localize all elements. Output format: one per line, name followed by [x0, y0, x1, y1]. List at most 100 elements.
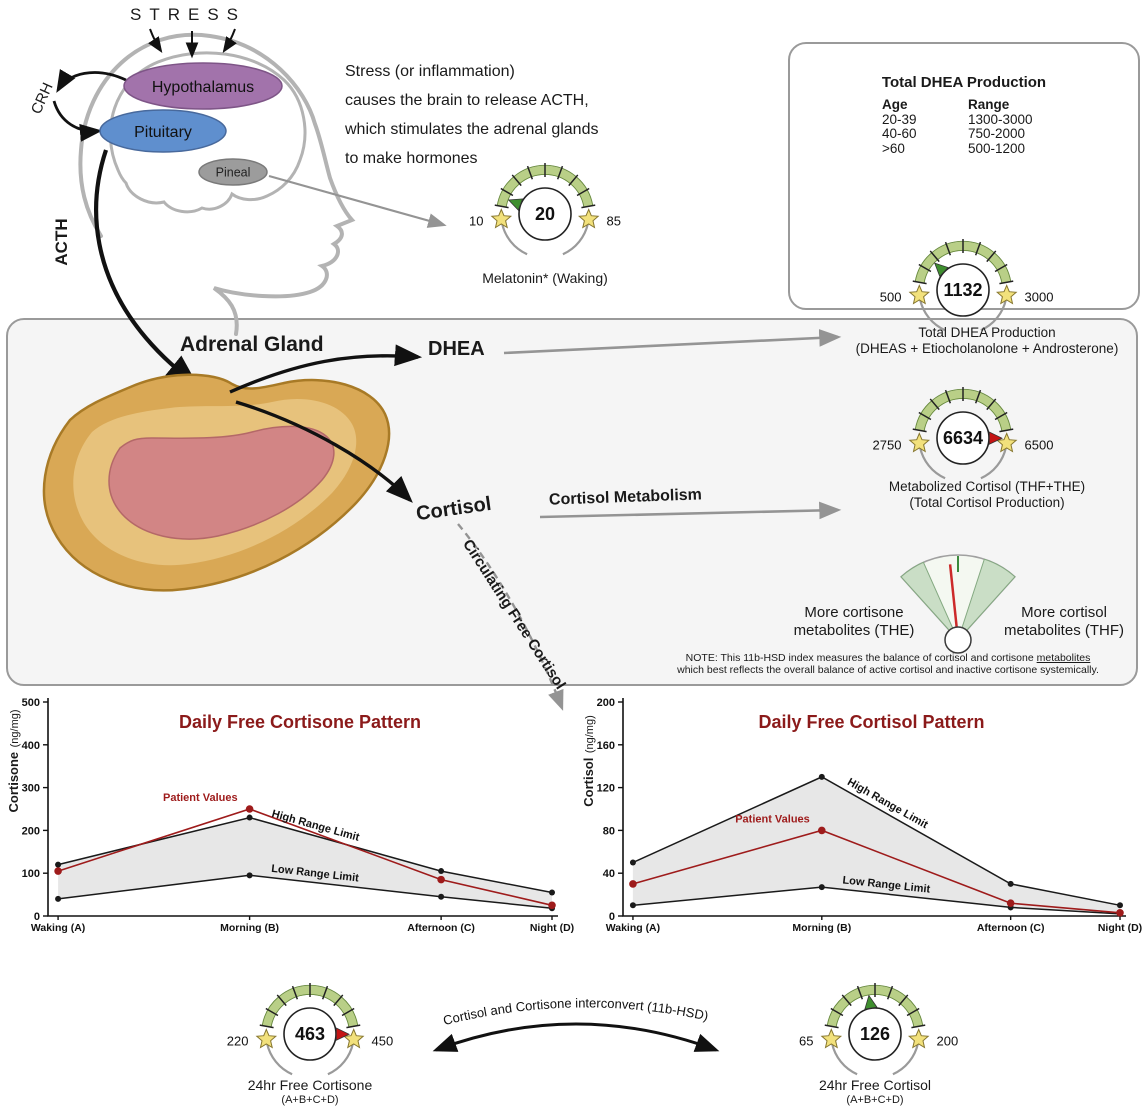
age-header: Age [882, 97, 908, 112]
gauge-side-arc [562, 222, 590, 256]
table-cell: 20-39 [882, 111, 917, 127]
gauge-side-arc [980, 298, 1008, 332]
y-tick-label: 80 [603, 825, 615, 837]
hsd-left-label-1: More cortisone [804, 604, 904, 621]
pineal-label: Pineal [216, 166, 251, 180]
range-point [246, 872, 253, 879]
crh-arrow-icon [52, 100, 103, 142]
range-point [818, 884, 825, 891]
acth-arrow [94, 149, 199, 388]
range-point [629, 859, 636, 866]
x-category-label: Waking (A) [31, 922, 85, 934]
stress-arrows [148, 28, 237, 59]
adrenal-medulla [108, 425, 335, 540]
patient-values-label: Patient Values [163, 792, 238, 804]
pituitary-label: Pituitary [134, 124, 192, 141]
table-cell: 40-60 [882, 126, 917, 141]
gauge-tick [994, 411, 1008, 421]
dhea-panel-title: Total DHEA Production [881, 74, 1047, 91]
gauge-tick [856, 985, 864, 1000]
gauge-dial [848, 1007, 902, 1061]
stress-arrow-icon [222, 28, 237, 53]
range-point [549, 889, 555, 896]
range-band [632, 776, 1120, 914]
high-range-line [632, 776, 1121, 907]
gauge-tick [830, 1007, 844, 1017]
gauge-tick [929, 250, 940, 263]
ylabel-unit: (ng/mg) [9, 709, 21, 748]
hsd-left-label-2: metabolites (THE) [793, 622, 915, 639]
patient-point [629, 880, 637, 888]
gauge-tick [321, 985, 329, 1000]
range-star-icon [342, 1028, 365, 1049]
patient-point [1116, 908, 1124, 917]
table-cell: 1300-3000 [968, 111, 1033, 127]
dhea-age-table: Age Range 20-39 1300-3000 40-60 750-2000… [882, 97, 1033, 156]
patient-line [632, 829, 1121, 914]
adrenal-to-cortisol-arrow [235, 400, 413, 503]
y-tick-label: 0 [609, 911, 615, 923]
free-cortisol-caption-1: 24hr Free Cortisol [818, 1077, 932, 1093]
gauge-tick [994, 263, 1008, 273]
gauge-tick [886, 985, 894, 1000]
x-category-label: Night (D) [530, 922, 574, 934]
adrenal-to-dhea-arrow [229, 344, 423, 394]
range-star-icon [907, 1028, 930, 1049]
crh-arrow-icon [56, 69, 127, 93]
adrenal-gland-illustration [42, 373, 391, 592]
gauge-side-arc [980, 446, 1008, 480]
gauge-low-label: 65 [799, 1034, 813, 1049]
range-star-icon [995, 432, 1018, 453]
value-indicator [335, 1027, 350, 1041]
gauge-side-arc [892, 1042, 920, 1076]
gauge-tick [918, 263, 932, 273]
gauge-high-label: 85 [607, 214, 621, 229]
pituitary-shape [99, 109, 227, 153]
x-category-label: Afternoon (C) [407, 922, 475, 934]
value-indicator [507, 198, 524, 211]
hsd-right-label-1: More cortisol [1021, 604, 1107, 621]
table-cell: 500-1200 [968, 140, 1026, 156]
chart-title: Daily Free Cortisone Pattern [179, 712, 421, 732]
range-point [246, 814, 253, 821]
range-star-icon [908, 284, 931, 305]
gauge-dial [518, 187, 572, 241]
patient-point [245, 805, 254, 813]
y-tick-label: 40 [603, 868, 615, 880]
cortisol-ylabel: Cortisol (ng/mg) [580, 686, 598, 836]
melatonin-caption: Melatonin* (Waking) [482, 270, 608, 286]
intro-line: to make hormones [345, 150, 478, 167]
x-category-label: Night (D) [1098, 922, 1142, 934]
intro-line: causes the brain to release ACTH, [345, 92, 589, 109]
patient-point [818, 826, 826, 835]
gauge-low-label: 220 [227, 1034, 249, 1049]
gauge-tick [841, 994, 852, 1007]
y-tick-label: 200 [22, 825, 40, 837]
pineal-shape [198, 158, 268, 186]
gauge-tick [581, 204, 596, 209]
gauge-tick [291, 985, 299, 1000]
range-star-icon [577, 208, 600, 229]
gauge-tick [265, 1007, 279, 1017]
hsd-pivot [944, 626, 972, 654]
pineal-to-melatonin-arrow [268, 174, 447, 228]
hsd-balance-gauge [900, 554, 1016, 654]
gauge-tick [259, 1024, 274, 1029]
gauge-side-arc [327, 1042, 355, 1076]
gauge-tick [929, 398, 940, 411]
patient-point [548, 901, 556, 910]
ylabel-text: Cortisol [581, 757, 596, 807]
x-category-label: Morning (B) [792, 922, 851, 934]
hsd-right-wedge [957, 558, 1016, 641]
table-cell: 750-2000 [968, 126, 1026, 141]
gauge-low-label: 2750 [873, 438, 902, 453]
y-tick-label: 300 [22, 783, 40, 795]
